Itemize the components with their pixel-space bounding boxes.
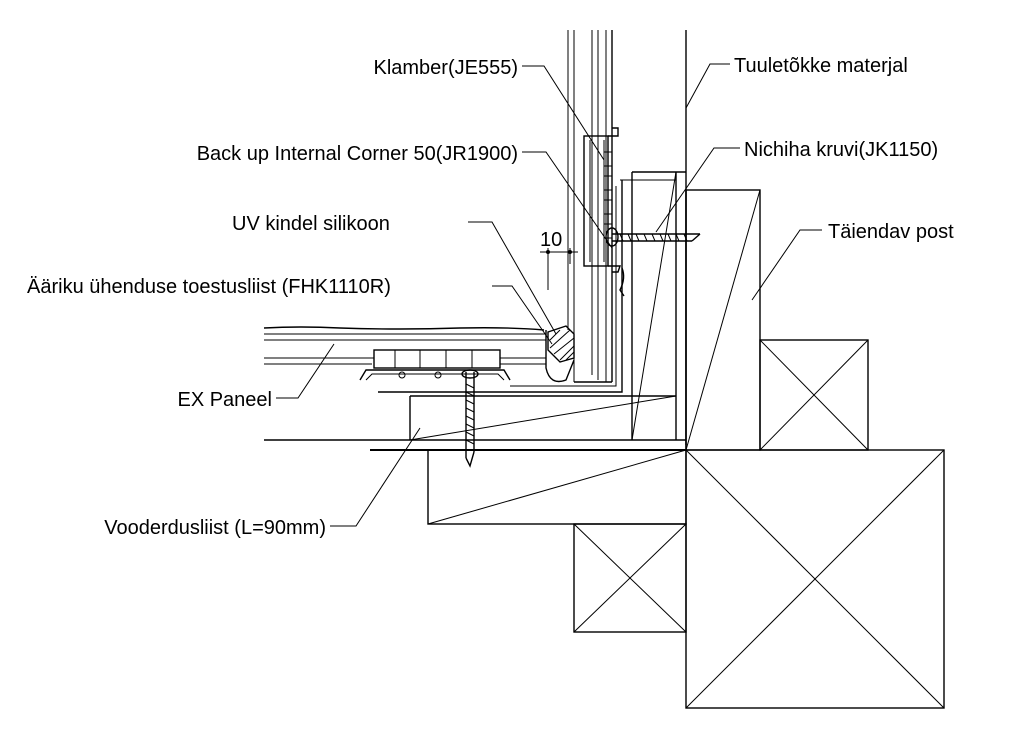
label-vooderdus: Vooderdusliist (L=90mm) [104, 517, 326, 539]
leader-lines [276, 63, 822, 527]
supplementary-post [685, 189, 761, 451]
label-klamber: Klamber(JE555) [373, 57, 518, 79]
label-tuuletokke: Tuuletõkke materjal [734, 55, 908, 77]
dimension-label: 10 [540, 229, 562, 251]
vertical-screw [461, 369, 479, 468]
joint-support-strip [359, 349, 511, 381]
nichiha-screw [605, 227, 701, 247]
label-uv-silicone: UV kindel silikoon [232, 213, 390, 235]
main-post [685, 449, 945, 709]
label-taiendav-post: Täiendav post [828, 221, 954, 243]
label-nichiha: Nichiha kruvi(JK1150) [744, 139, 938, 161]
label-aariku: Ääriku ühenduse toestusliist (FHK1110R) [27, 276, 391, 298]
ex-panel [263, 326, 575, 383]
stud-lower-box [573, 523, 687, 633]
backup-internal-corner [378, 179, 676, 393]
uv-silicone [547, 325, 575, 363]
label-ex-paneel: EX Paneel [177, 389, 272, 411]
label-backup: Back up Internal Corner 50(JR1900) [197, 143, 518, 165]
stud-lower-left [427, 449, 687, 525]
clamp-je555 [583, 127, 621, 273]
stud-upper-right [759, 339, 869, 451]
dimension-10: 10 [540, 229, 578, 290]
